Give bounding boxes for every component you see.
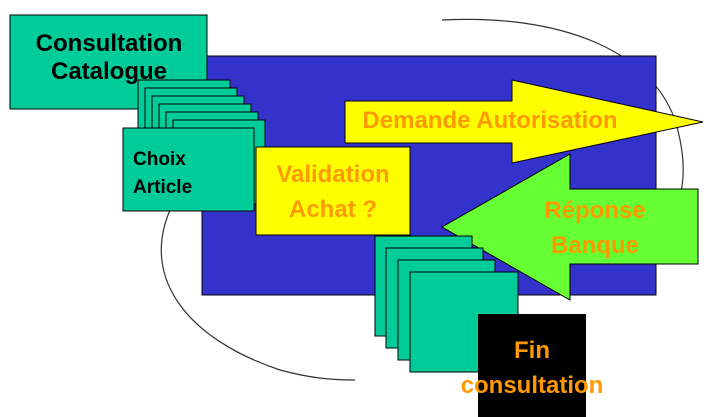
cycle-arc-left <box>160 209 356 381</box>
consultation-line-2: Catalogue <box>50 58 167 86</box>
fin-consultation-label: Fin consultation <box>442 334 622 404</box>
validation-line-2: Achat ? <box>288 195 377 223</box>
choix-line-2: Article <box>133 176 193 198</box>
choix-article-stack <box>122 79 266 212</box>
reponse-line-2: Banque <box>550 231 639 259</box>
validation-achat-box <box>255 146 411 236</box>
reponse-banque-arrow <box>440 153 699 301</box>
validation-achat-label: Validation Achat ? <box>256 158 410 228</box>
validation-line-1: Validation <box>276 161 390 188</box>
choix-article-label: Choix Article <box>133 146 192 201</box>
demande-autorisation-arrow <box>344 79 704 164</box>
reponse-banque-label: Réponse Banque <box>500 194 690 264</box>
reponse-line-1: Réponse <box>544 197 646 224</box>
fin-consultation-box <box>478 314 586 417</box>
fin-line-2: consultation <box>460 371 604 399</box>
consultation-catalogue-label: Consultation Catalogue <box>10 30 208 87</box>
consultation-line-1: Consultation <box>35 30 183 57</box>
fin-line-1: Fin <box>514 337 550 364</box>
choix-line-1: Choix <box>133 149 186 170</box>
demande-autorisation-label: Demande Autorisation <box>362 107 618 134</box>
